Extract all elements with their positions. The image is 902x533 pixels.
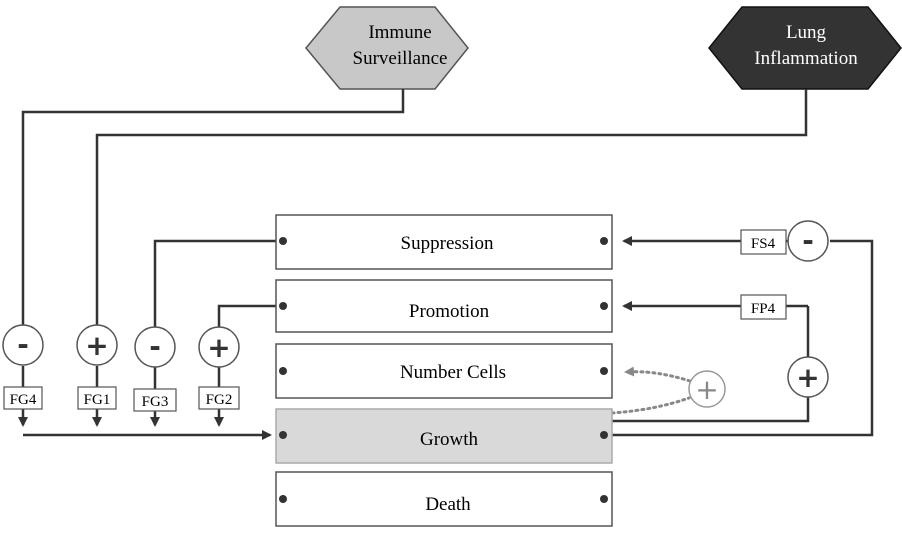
factor-label-fg2: FG2 (198, 386, 240, 410)
box-number-cells: Number Cells (275, 343, 613, 399)
factor-label-fg2-text: FG2 (206, 392, 233, 408)
sign-number-cells: + (688, 370, 726, 408)
connector-immune-fg4 (21, 89, 405, 325)
factor-label-fg1-text: FG1 (84, 392, 111, 408)
immune-surveillance-node: Immune Surveillance (305, 6, 469, 90)
sign-fg2: + (198, 326, 240, 368)
dotted-connectors (610, 366, 692, 415)
immune-surveillance-label-line1: Immune (368, 22, 431, 43)
factor-label-fg3-text: FG3 (142, 394, 169, 410)
sign-fg4: - (2, 324, 44, 366)
box-death-label: Death (425, 494, 471, 515)
box-growth-label: Growth (420, 429, 479, 450)
sign-fg3-symbol: - (149, 330, 161, 363)
lung-inflammation-node: Lung Inflammation (708, 6, 902, 90)
connector-growth-fp4 (606, 397, 810, 423)
sign-fg3: - (134, 326, 176, 368)
sign-fg4-symbol: - (17, 328, 29, 361)
factor-label-fs4-text: FS4 (751, 236, 776, 252)
box-death: Death (275, 471, 613, 527)
factor-label-fp4: FP4 (740, 294, 787, 320)
box-promotion-label: Promotion (409, 301, 490, 322)
box-number-cells-label: Number Cells (400, 362, 506, 383)
dotted-growth-to-nc (610, 396, 691, 415)
connector-lung-fg1 (95, 89, 808, 325)
connector-lines (18, 89, 874, 440)
sign-fg2-symbol: + (207, 331, 230, 364)
dotted-nc-to-number-cells (624, 366, 692, 383)
lung-inflammation-label-line2: Inflammation (754, 48, 858, 69)
factor-label-fs4: FS4 (740, 229, 787, 255)
box-suppression: Suppression (275, 214, 613, 270)
sign-fg1: + (76, 324, 118, 366)
connector-suppression-fg3 (153, 239, 282, 327)
factor-label-fg4: FG4 (3, 386, 43, 410)
factor-label-fg4-text: FG4 (10, 392, 37, 408)
sign-fs4: - (787, 220, 829, 262)
immune-surveillance-label-line2: Surveillance (353, 48, 448, 69)
sign-fp4-symbol: + (796, 361, 819, 394)
box-promotion: Promotion (275, 279, 613, 333)
sign-fs4-symbol: - (802, 224, 814, 257)
factor-label-fg1: FG1 (77, 386, 117, 410)
box-growth: Growth (275, 408, 613, 464)
factor-label-fp4-text: FP4 (751, 301, 776, 317)
box-suppression-label: Suppression (401, 233, 494, 254)
sign-number-cells-symbol: + (695, 373, 718, 406)
sign-fp4: + (787, 356, 829, 398)
sign-fg1-symbol: + (85, 329, 108, 362)
lung-inflammation-label-line1: Lung (786, 22, 827, 43)
connector-promotion-fg2 (217, 304, 282, 327)
factor-label-fg3: FG3 (133, 388, 177, 412)
connector-growth-fs4 (606, 239, 874, 437)
